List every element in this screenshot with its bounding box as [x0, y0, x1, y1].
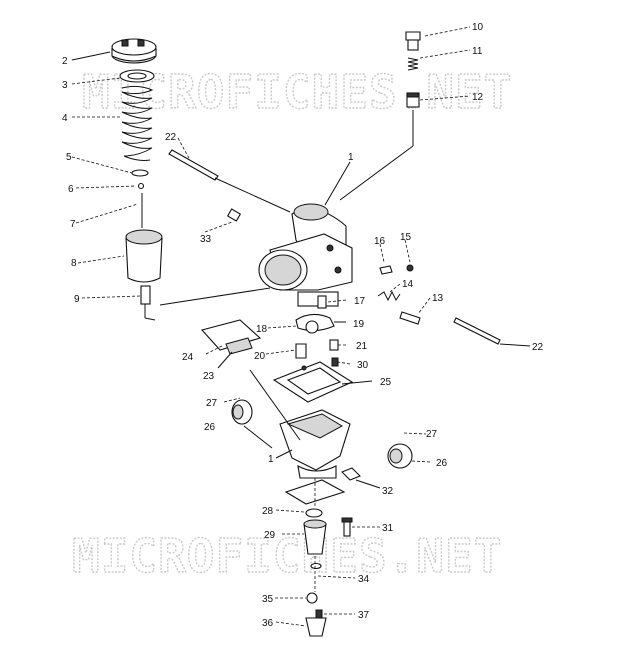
slide-plate-part [200, 319, 262, 355]
callout-29: 29 [264, 530, 276, 541]
float-right-part [387, 443, 413, 469]
small-oring-part [310, 562, 322, 570]
carburetor-body-part [258, 203, 353, 307]
callout-1-bowl: 1 [268, 454, 274, 465]
gasket-plate-part [295, 313, 335, 334]
jet-holder-part [295, 343, 307, 359]
drain-fitting-part [341, 467, 361, 481]
bowl-gasket-part [284, 479, 346, 505]
float-gasket-part [272, 361, 354, 403]
callout-34: 34 [358, 574, 370, 585]
fitting-30-part [331, 357, 339, 367]
callout-6: 6 [68, 184, 74, 195]
callout-20: 20 [254, 351, 266, 362]
callout-7: 7 [70, 219, 76, 230]
air-screw-part [226, 208, 242, 222]
callout-1-top: 1 [348, 152, 354, 163]
callout-27-left: 27 [206, 398, 218, 409]
callout-28: 28 [262, 506, 274, 517]
needle-jet-part [140, 285, 151, 318]
callout-17: 17 [354, 296, 366, 307]
callout-10: 10 [472, 22, 484, 33]
adjuster-nut-part [406, 92, 420, 108]
callout-36: 36 [262, 618, 274, 629]
pilot-screw-part [379, 264, 414, 275]
callout-13: 13 [432, 293, 444, 304]
callout-15: 15 [400, 232, 412, 243]
callout-4: 4 [62, 113, 68, 124]
callout-9: 9 [74, 294, 80, 305]
spring-seat-part [131, 169, 149, 177]
callout-22-left: 22 [165, 132, 177, 143]
callout-25: 25 [380, 377, 392, 388]
leader-lines [71, 26, 531, 627]
callout-2: 2 [62, 56, 68, 67]
callout-37: 37 [358, 610, 370, 621]
callout-33: 33 [200, 234, 212, 245]
cable-rod-left-part [168, 149, 219, 181]
callout-16: 16 [374, 236, 386, 247]
float-left-part [231, 399, 253, 425]
callout-14: 14 [402, 279, 414, 290]
float-bowl-part [279, 409, 351, 479]
callout-35: 35 [262, 594, 274, 605]
valve-part [305, 592, 327, 637]
callout-18: 18 [256, 324, 268, 335]
callout-23: 23 [203, 371, 215, 382]
callout-5: 5 [66, 152, 72, 163]
main-jet-washer-part [305, 508, 323, 518]
starter-plunger-part [317, 295, 327, 309]
callout-22-right: 22 [532, 342, 544, 353]
washer-part [119, 69, 155, 83]
spring-part [121, 85, 154, 161]
cable-rod-right-part [453, 317, 501, 345]
callout-26-left: 26 [204, 422, 216, 433]
callout-labels: 1 1 2 3 4 5 6 7 8 9 10 11 12 13 14 15 16… [62, 22, 544, 629]
callout-32: 32 [382, 486, 394, 497]
callout-24: 24 [182, 352, 194, 363]
main-jet-part [303, 519, 327, 555]
idle-screw-part [399, 311, 421, 325]
callout-21: 21 [356, 341, 368, 352]
callout-31: 31 [382, 523, 394, 534]
callout-30: 30 [357, 360, 369, 371]
callout-26-right: 26 [436, 458, 448, 469]
idle-spring-part [377, 290, 401, 302]
cable-adjuster-part [405, 31, 421, 51]
watermark-bottom: MICROFICHES.NET [72, 529, 502, 583]
throttle-slide-part [125, 229, 163, 283]
jet-screw-part [341, 517, 353, 537]
clip-part [137, 182, 145, 190]
fitting-21-part [329, 339, 339, 351]
throttle-cap-part [111, 38, 157, 64]
callout-3: 3 [62, 80, 68, 91]
callout-8: 8 [71, 258, 77, 269]
callout-19: 19 [353, 319, 365, 330]
callout-12: 12 [472, 92, 484, 103]
callout-11: 11 [472, 46, 483, 57]
small-spring-part [407, 57, 419, 71]
callout-27-right: 27 [426, 429, 438, 440]
